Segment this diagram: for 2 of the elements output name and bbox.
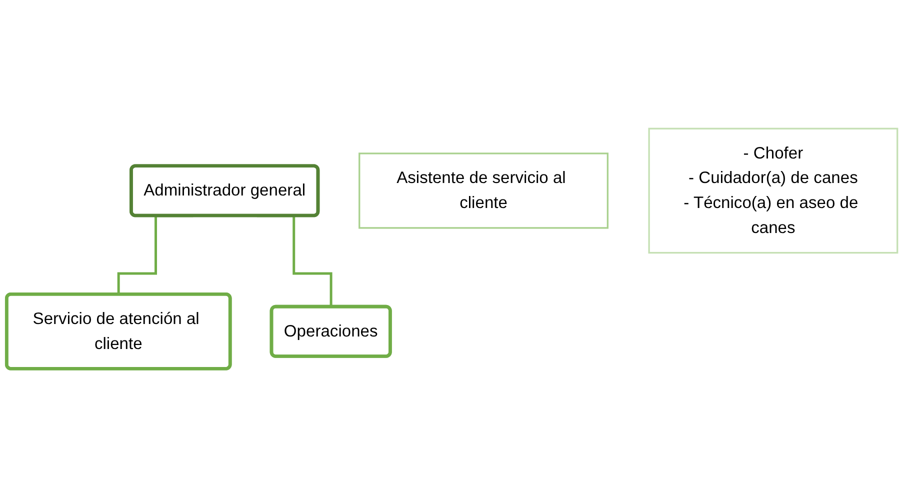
node-box: - Chofer - Cuidador(a) de canes - Técnico(a) en aseo de canes xyxy=(648,128,898,254)
node-box: Asistente de servicio al cliente xyxy=(358,152,608,230)
